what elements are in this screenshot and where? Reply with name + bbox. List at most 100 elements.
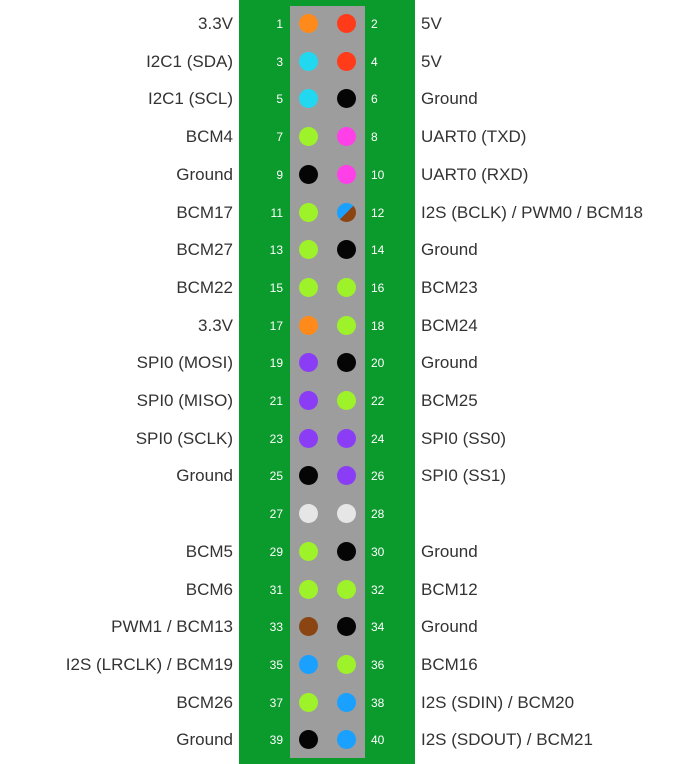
pin-label-left: Ground (176, 466, 233, 486)
pin-number-left: 13 (269, 243, 283, 258)
pin-label-right: UART0 (TXD) (421, 127, 527, 147)
pin-label-right: BCM16 (421, 654, 478, 674)
pin-number-left: 9 (276, 167, 283, 182)
pin-dot-left (299, 692, 318, 712)
pin-number-right: 38 (371, 695, 385, 710)
pin-number-left: 19 (269, 356, 283, 371)
pin-dot-left (299, 504, 318, 524)
pin-dot-left (299, 654, 318, 674)
pin-label-left: Ground (176, 164, 233, 184)
pin-label-right: SPI0 (SS1) (421, 466, 507, 486)
pin-number-left: 37 (269, 695, 283, 710)
pin-dot-left (299, 428, 318, 448)
pin-row: Ground 25 26 SPI0 (SS1) (0, 461, 676, 491)
pin-dot-left (299, 202, 318, 222)
pin-dot-right (337, 504, 356, 524)
pin-dot-left (299, 391, 318, 410)
pin-label-right: BCM24 (421, 315, 478, 335)
pin-label-right: BCM12 (421, 579, 478, 599)
pin-label-left: BCM22 (176, 277, 233, 297)
pin-label-left: BCM5 (185, 541, 233, 561)
pin-dot-right (337, 692, 356, 712)
pin-label-left: Ground (176, 730, 233, 750)
pin-label-left: SPI0 (MOSI) (136, 353, 233, 373)
pin-number-left: 5 (276, 92, 283, 107)
pin-number-right: 14 (371, 243, 385, 258)
pin-dot-left (299, 541, 318, 561)
pin-number-left: 33 (269, 620, 283, 635)
pin-number-right: 6 (371, 92, 378, 107)
pin-dot-left (299, 89, 318, 109)
pin-dot-right (337, 14, 356, 33)
pin-dot-left (299, 353, 318, 373)
pin-number-right: 12 (371, 205, 385, 220)
pin-dot-right (337, 391, 356, 410)
pin-label-left: PWM1 / BCM13 (111, 617, 233, 637)
pin-dot-left (299, 164, 318, 184)
pin-label-right: 5V (421, 51, 442, 71)
pin-row: BCM5 29 30 Ground (0, 537, 676, 567)
pin-label-right: UART0 (RXD) (421, 164, 529, 184)
pin-dot-right (337, 617, 356, 637)
pin-dot-right (337, 202, 356, 222)
pin-label-right: Ground (421, 353, 478, 373)
pin-dot-left (299, 51, 318, 71)
pin-label-left: BCM27 (176, 240, 233, 260)
pin-dot-right (337, 277, 356, 297)
pin-dot-left (299, 466, 318, 486)
pin-number-right: 32 (371, 582, 385, 597)
pin-row: Ground 9 10 UART0 (RXD) (0, 160, 676, 190)
pin-label-left: BCM26 (176, 692, 233, 712)
pin-label-right: Ground (421, 541, 478, 561)
pin-number-right: 18 (371, 318, 385, 333)
pin-dot-right (337, 541, 356, 561)
pin-label-left: BCM6 (185, 579, 233, 599)
pin-label-right: Ground (421, 617, 478, 637)
pin-number-right: 20 (371, 356, 385, 371)
pin-label-left: I2C1 (SCL) (147, 89, 233, 109)
pin-number-right: 26 (371, 469, 385, 484)
pin-label-right: SPI0 (SS0) (421, 428, 507, 448)
pin-label-right: I2S (SDOUT) / BCM21 (421, 730, 593, 750)
pin-row: PWM1 / BCM13 33 34 Ground (0, 612, 676, 642)
pin-number-right: 10 (371, 167, 385, 182)
pin-dot-left (299, 617, 318, 637)
pin-number-left: 3 (276, 54, 283, 69)
pin-number-right: 16 (371, 280, 385, 295)
pin-dot-right (337, 730, 356, 750)
pin-number-right: 34 (371, 620, 385, 635)
pin-number-left: 39 (269, 733, 283, 748)
pin-number-right: 28 (371, 507, 385, 522)
pin-dot-right (337, 315, 356, 335)
pin-dot-right (337, 466, 356, 486)
pin-number-left: 25 (269, 469, 283, 484)
pin-dot-right (337, 353, 356, 373)
pin-dot-right (337, 428, 356, 448)
pin-number-right: 22 (371, 394, 385, 408)
pin-number-right: 30 (371, 544, 385, 559)
pin-dot-right (337, 579, 356, 599)
pin-dot-left (299, 14, 318, 33)
pin-number-right: 8 (371, 130, 378, 145)
pin-label-right: 5V (421, 14, 442, 33)
pin-label-left: BCM4 (185, 127, 233, 147)
pin-label-left: BCM17 (176, 202, 233, 222)
pin-label-left: I2S (LRCLK) / BCM19 (65, 654, 233, 674)
pin-label-right: BCM25 (421, 391, 478, 410)
pin-number-left: 17 (269, 318, 283, 333)
pin-number-right: 36 (371, 657, 385, 672)
pin-number-right: 2 (371, 17, 378, 31)
pin-number-left: 29 (269, 544, 283, 559)
